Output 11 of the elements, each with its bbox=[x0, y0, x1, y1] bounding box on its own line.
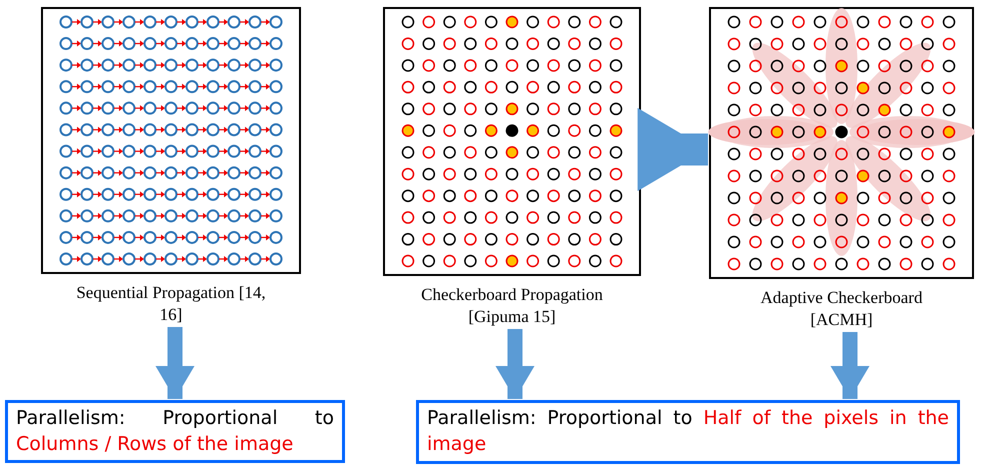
node-label: Adaptive Checkerboard [ACMH] bbox=[760, 287, 924, 331]
note-text: Parallelism: Proportional to Columns / Rows of the image bbox=[16, 406, 334, 457]
arrow bbox=[830, 332, 870, 399]
note-text: Parallelism: Proportional to Half of the pixels in the image bbox=[427, 406, 949, 457]
arrow bbox=[156, 327, 194, 399]
text-box bbox=[5, 400, 345, 463]
node-label: Checkerboard Propagation [Gipuma 15] bbox=[420, 284, 604, 328]
text-box bbox=[416, 400, 960, 464]
node-label: Sequential Propagation [14, 16] bbox=[75, 282, 267, 326]
arrow bbox=[496, 329, 534, 399]
arrow bbox=[638, 108, 708, 192]
